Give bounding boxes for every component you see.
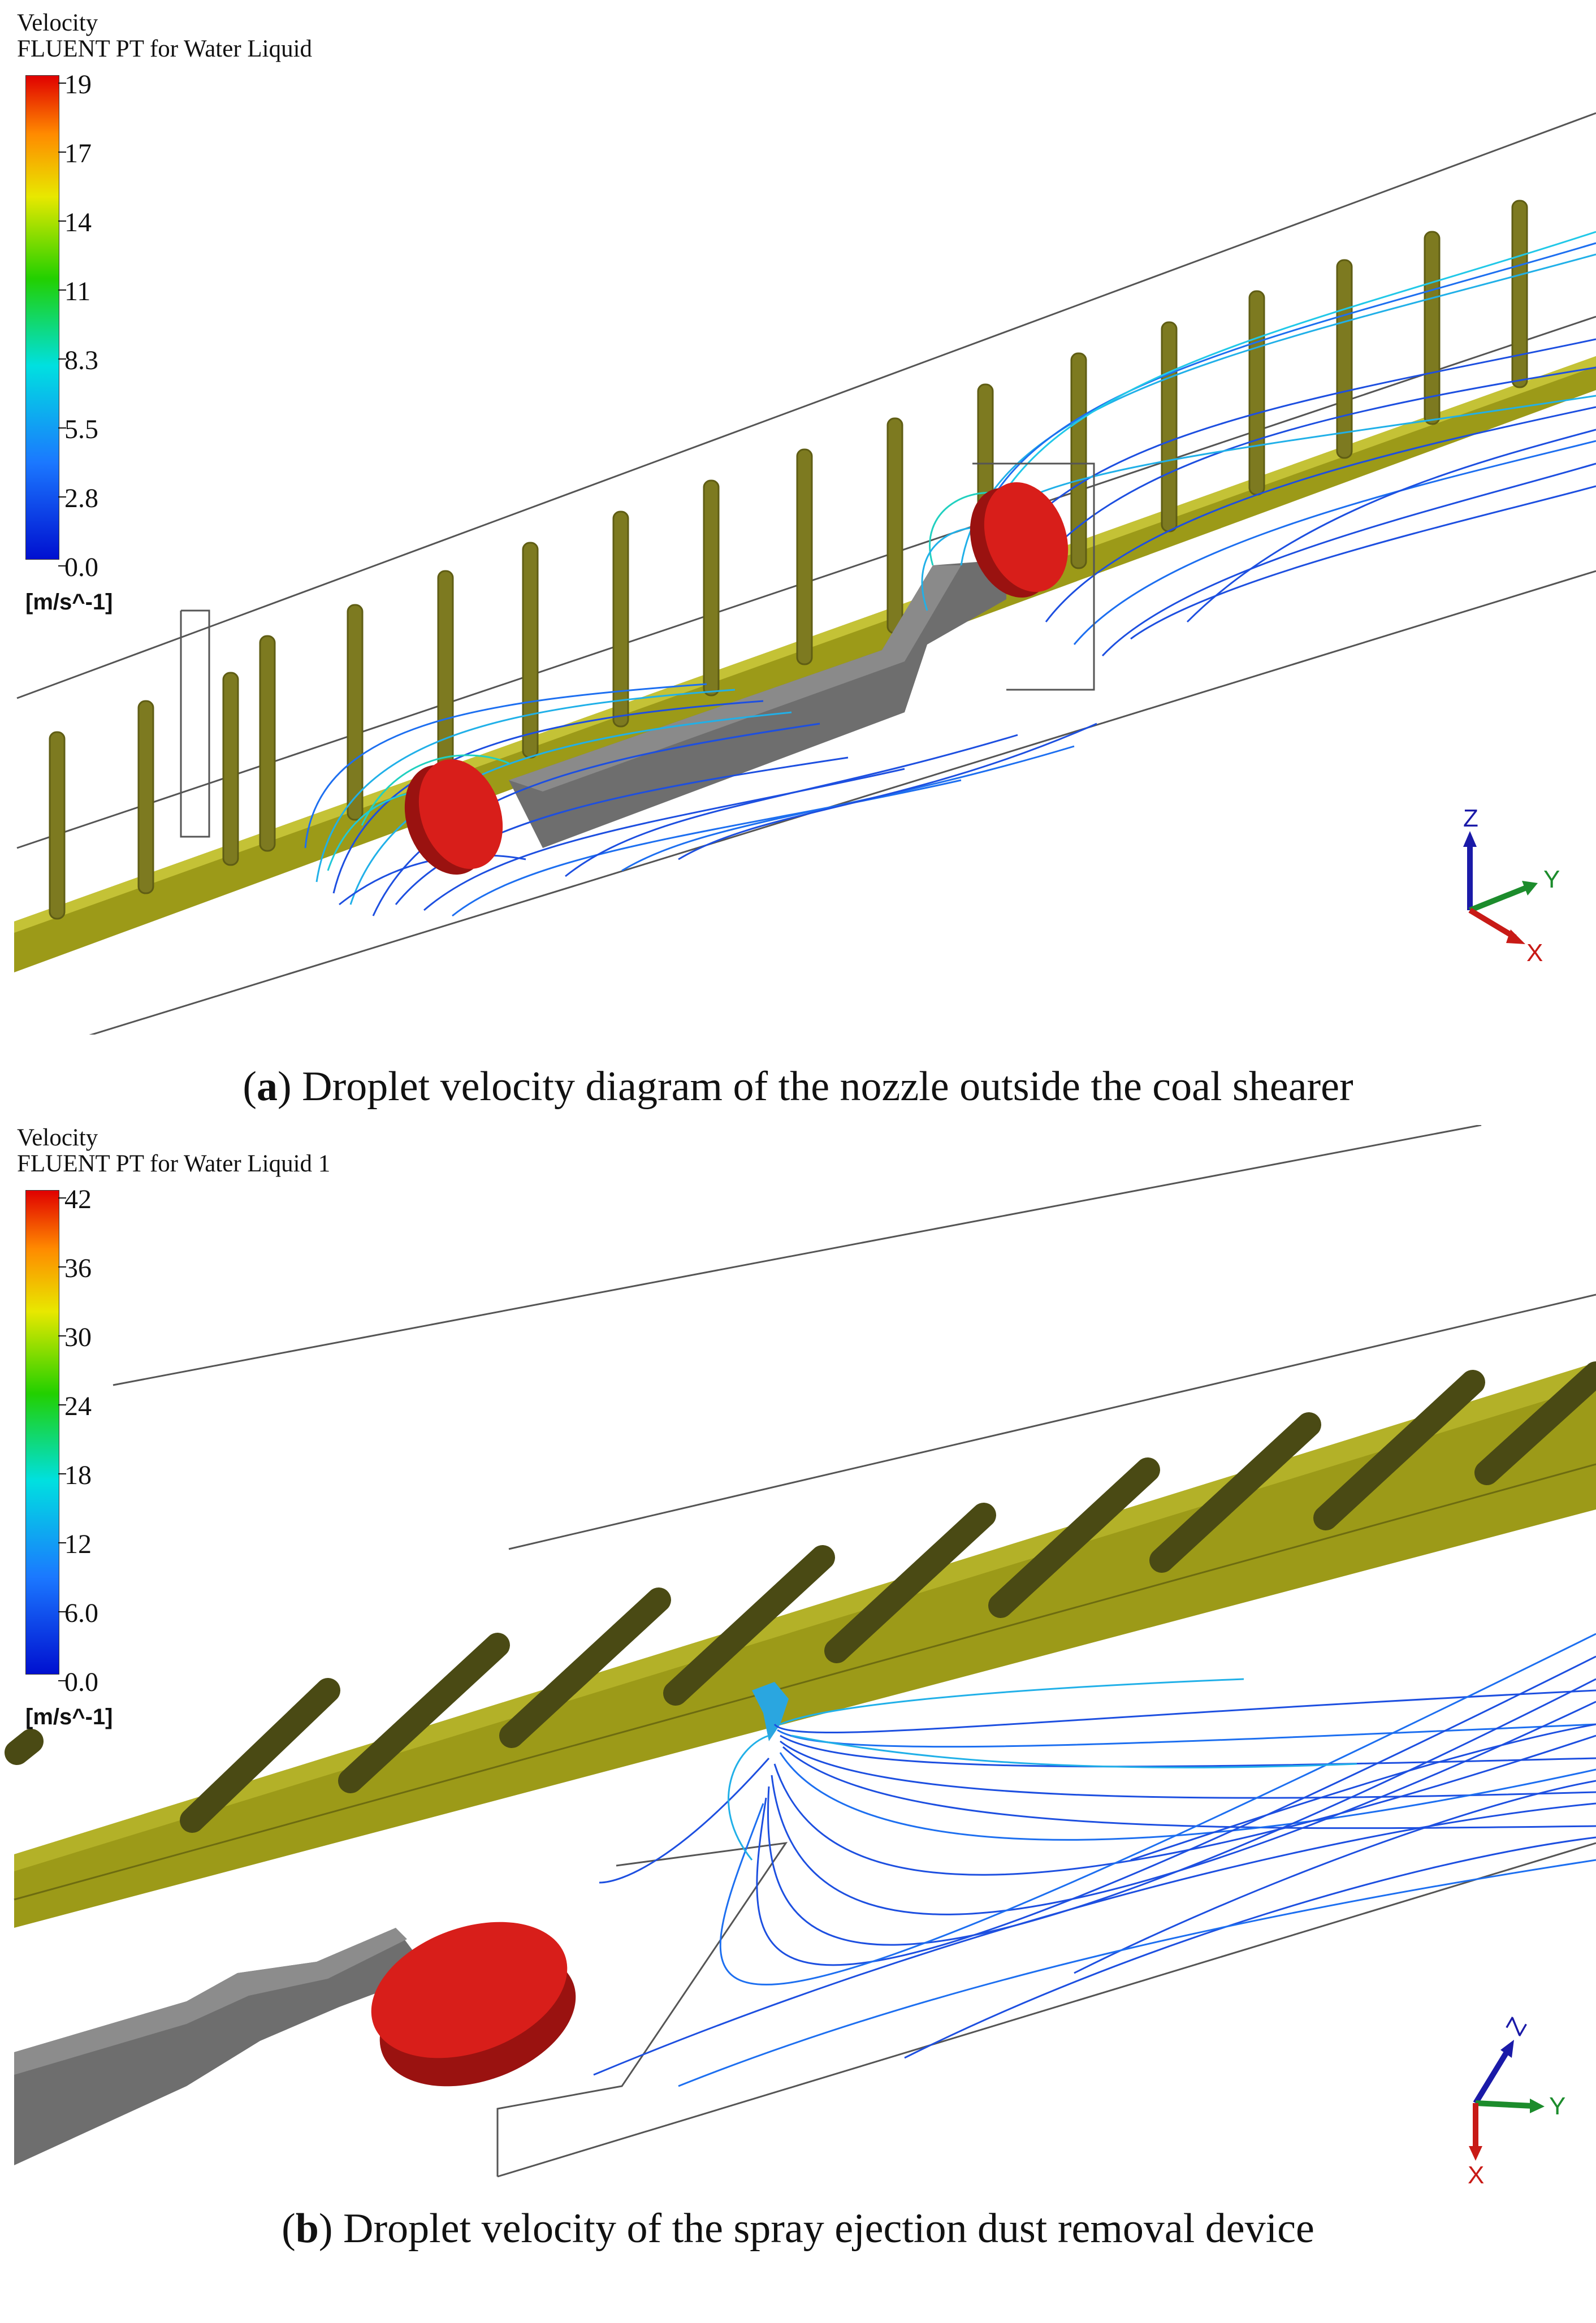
streamlines-b xyxy=(593,1633,1596,2087)
caption-text-b: ) Droplet velocity of the spray ejection… xyxy=(318,2205,1314,2252)
axis-label-x: X xyxy=(1526,939,1543,967)
shearer-body xyxy=(509,560,1006,848)
colorbar-b xyxy=(25,1190,59,1675)
spray-nozzle xyxy=(752,1682,789,1741)
tick-label: 11 xyxy=(64,276,91,306)
spray-poles-b xyxy=(5,1361,1596,1833)
legend-b: Velocity FLUENT PT for Water Liquid 1 42… xyxy=(17,1125,356,1753)
tick-label: 30 xyxy=(64,1322,92,1352)
legend-title-a: Velocity xyxy=(17,10,98,36)
tick-label: 17 xyxy=(64,139,92,168)
legend-subtitle-b: FLUENT PT for Water Liquid 1 xyxy=(17,1150,331,1177)
caption-letter-b: b xyxy=(295,2205,319,2252)
legend-unit-b: [m/s^-1] xyxy=(25,1705,113,1729)
scene-b xyxy=(5,1125,1596,2178)
drum-right xyxy=(970,482,1069,598)
tick-label: 14 xyxy=(64,207,92,237)
legend-a: Velocity FLUENT PT for Water Liquid 19 1… xyxy=(17,10,356,638)
caption-letter-a: a xyxy=(256,1063,278,1110)
colorbar-a xyxy=(25,75,59,560)
caption-b: (b) Droplet velocity of the spray ejecti… xyxy=(282,2205,1314,2252)
axis-label-x: X xyxy=(1468,2161,1484,2188)
tick-label: 12 xyxy=(64,1529,92,1559)
tick-label: 24 xyxy=(64,1391,92,1421)
tick-label: 18 xyxy=(64,1460,92,1490)
legend-title-b: Velocity xyxy=(17,1124,98,1151)
caption-a: (a) Droplet velocity diagram of the nozz… xyxy=(243,1063,1353,1110)
axis-triad-b: Z Y X xyxy=(1468,2013,1565,2188)
drum-left xyxy=(404,759,503,875)
tick-label: 6.0 xyxy=(64,1598,98,1628)
panel-b: Velocity FLUENT PT for Water Liquid 1 42… xyxy=(0,1125,1596,2252)
tick-label: 8.3 xyxy=(64,345,98,375)
axis-label-z: Z xyxy=(1463,808,1478,832)
tick-label: 5.5 xyxy=(64,414,98,444)
conveyor-rail-b xyxy=(14,1362,1596,1928)
axis-label-y: Y xyxy=(1543,866,1560,893)
legend-subtitle-a: FLUENT PT for Water Liquid xyxy=(17,36,313,62)
streamlines-left xyxy=(304,683,1097,917)
axis-label-z: Z xyxy=(1500,2013,1532,2040)
caption-text-a: ) Droplet velocity diagram of the nozzle… xyxy=(277,1063,1353,1110)
legend-unit-a: [m/s^-1] xyxy=(25,590,113,615)
domain-box-right xyxy=(972,462,1095,691)
tick-label: 0.0 xyxy=(64,552,98,582)
axis-label-y: Y xyxy=(1549,2092,1565,2120)
tick-label: 42 xyxy=(64,1184,92,1214)
shearer-arm-b xyxy=(14,1928,430,2165)
tick-label: 2.8 xyxy=(64,483,98,513)
panel-a: Velocity FLUENT PT for Water Liquid 19 1… xyxy=(0,0,1596,1110)
tick-label: 19 xyxy=(64,70,92,100)
drum-b xyxy=(371,1922,576,2087)
axis-triad-a: Z Y X xyxy=(1463,808,1560,967)
tick-label: 36 xyxy=(64,1253,92,1283)
tick-label: 0.0 xyxy=(64,1667,98,1697)
scene-a xyxy=(14,112,1596,1035)
